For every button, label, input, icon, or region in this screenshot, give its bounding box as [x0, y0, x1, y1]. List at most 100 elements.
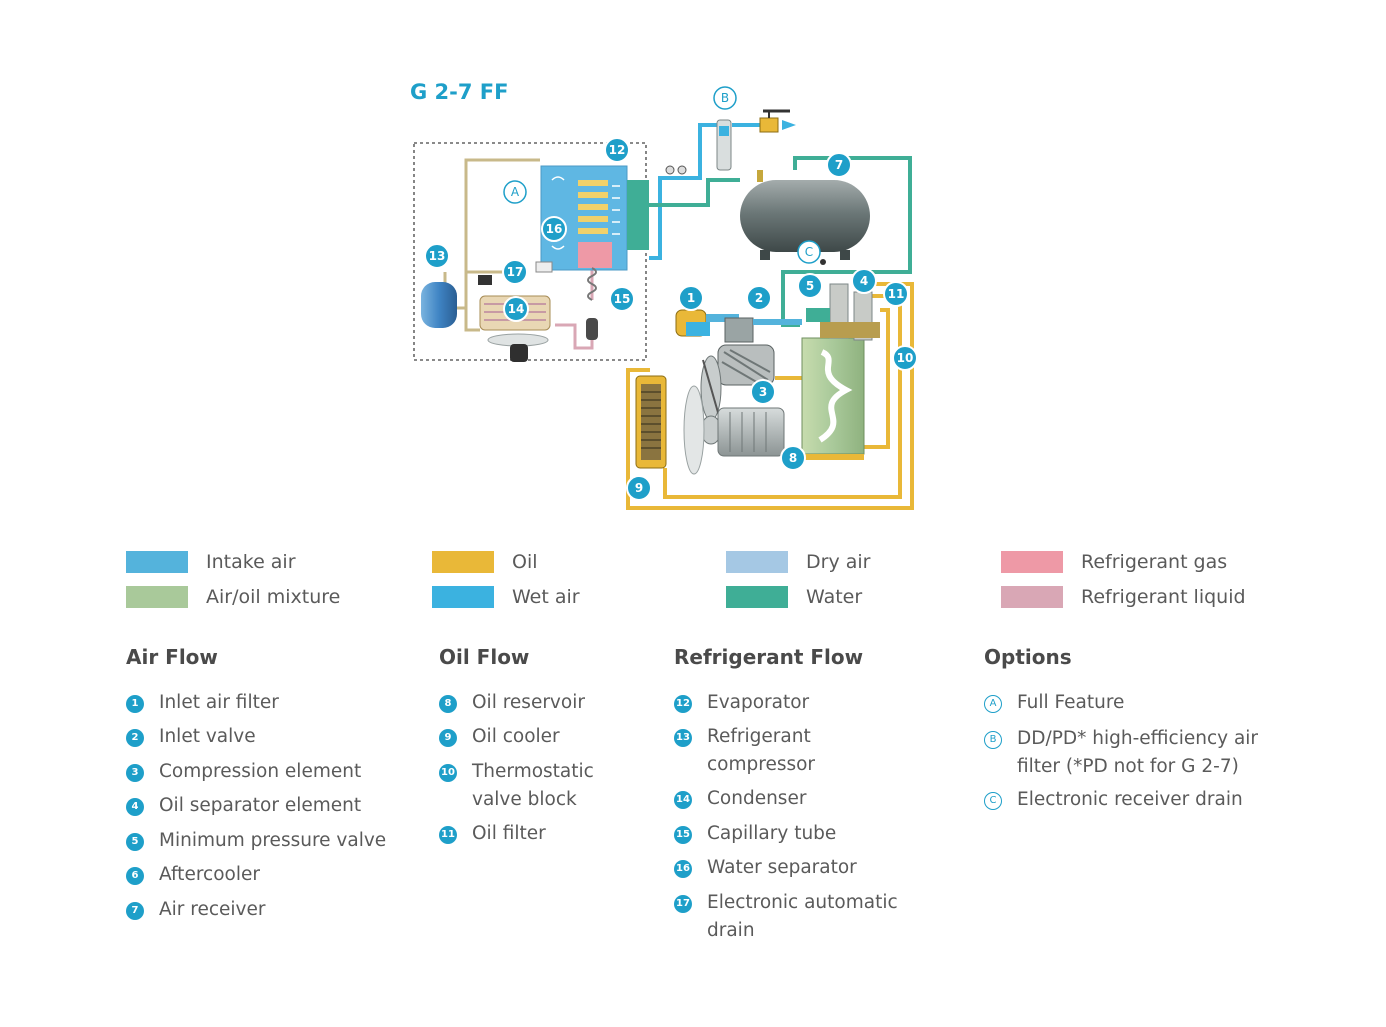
gauge — [665, 165, 687, 175]
item-text: Oil separator element — [159, 795, 362, 816]
dryer-enclosure — [413, 142, 647, 361]
item-text-line: Thermostatic — [472, 761, 594, 782]
item-text: Oil reservoir — [472, 692, 585, 713]
svg-text:B: B — [721, 91, 729, 105]
capillary-tube — [586, 267, 598, 340]
svg-text:12: 12 — [609, 143, 626, 157]
number-badge: 14 — [674, 791, 692, 809]
marker-3: 3 — [750, 379, 776, 405]
item-text: Oil cooler — [472, 726, 560, 747]
item-text: Electronic automatic drain — [707, 889, 898, 945]
item-text-line: filter (*PD not for G 2-7) — [1017, 756, 1239, 777]
diagram-markers: 1 2 3 4 5 7 8 9 10 11 12 13 14 15 16 17 — [424, 137, 918, 501]
legend-swatch — [432, 586, 494, 608]
legend-swatch — [432, 551, 494, 573]
number-badge: 10 — [439, 764, 457, 782]
svg-text:15: 15 — [614, 292, 631, 306]
number-badge: 11 — [439, 826, 457, 844]
item-text: Refrigerant compressor — [707, 723, 815, 779]
item-text: DD/PD* high-efficiency air filter (*PD n… — [1017, 725, 1258, 781]
legend-label: Air/oil mixture — [206, 586, 341, 608]
item-text-line: Refrigerant — [707, 726, 811, 747]
marker-14: 14 — [503, 296, 529, 322]
svg-text:5: 5 — [806, 279, 814, 293]
legend-label: Oil — [512, 551, 538, 573]
item-text: Compression element — [159, 761, 362, 782]
marker-4: 4 — [851, 268, 877, 294]
item-text: Oil filter — [472, 823, 546, 844]
svg-text:10: 10 — [897, 351, 914, 365]
item-text: Capillary tube — [707, 823, 837, 844]
item-text: Full Feature — [1017, 692, 1125, 713]
item-text-line: Electronic automatic — [707, 892, 898, 913]
refrigerant-compressor — [421, 282, 457, 328]
legend-swatch — [1001, 586, 1063, 608]
item-text: Thermostatic valve block — [472, 758, 594, 814]
svg-text:3: 3 — [759, 385, 767, 399]
oil-separator-vessel — [801, 283, 880, 460]
svg-text:1: 1 — [687, 291, 695, 305]
item-text: Inlet air filter — [159, 692, 279, 713]
item-text: Aftercooler — [159, 864, 260, 885]
item-text: Water separator — [707, 857, 857, 878]
number-badge: 4 — [126, 798, 144, 816]
dry-air-pipes — [649, 123, 762, 260]
section-title-air-flow: Air Flow — [126, 645, 218, 669]
number-badge: 2 — [126, 729, 144, 747]
number-badge: 13 — [674, 729, 692, 747]
svg-text:2: 2 — [755, 291, 763, 305]
legend-swatch — [726, 586, 788, 608]
svg-text:A: A — [511, 185, 520, 199]
item-text: Minimum pressure valve — [159, 830, 387, 851]
compressor-flow-diagram: 1 2 3 4 5 7 8 9 10 11 12 13 14 15 16 17 … — [413, 86, 918, 510]
svg-text:9: 9 — [635, 481, 643, 495]
option-badge: A — [984, 695, 1002, 713]
marker-1: 1 — [678, 285, 704, 311]
option-badge: B — [984, 731, 1002, 749]
svg-text:7: 7 — [835, 158, 843, 172]
marker-11: 11 — [883, 281, 909, 307]
number-badge: 8 — [439, 695, 457, 713]
oil-cooler — [635, 375, 667, 469]
marker-2: 2 — [746, 285, 772, 311]
svg-text:17: 17 — [507, 265, 524, 279]
drain-valve — [478, 261, 553, 285]
legend-label: Dry air — [806, 551, 871, 573]
item-text: Evaporator — [707, 692, 810, 713]
option-markers: A B C — [503, 86, 821, 264]
svg-text:14: 14 — [508, 302, 525, 316]
item-text-line: drain — [707, 920, 755, 941]
compression-element — [675, 309, 802, 386]
svg-text:8: 8 — [789, 451, 797, 465]
marker-17: 17 — [502, 259, 528, 285]
item-text: Inlet valve — [159, 726, 256, 747]
diagram-title: G 2-7 FF — [410, 80, 509, 104]
legend-swatch — [126, 551, 188, 573]
number-badge: 6 — [126, 867, 144, 885]
marker-9: 9 — [626, 475, 652, 501]
item-text-line: DD/PD* high-efficiency air — [1017, 728, 1259, 749]
number-badge: 5 — [126, 833, 144, 851]
marker-8: 8 — [780, 445, 806, 471]
line-filter — [716, 109, 796, 171]
section-title-refrigerant-flow: Refrigerant Flow — [674, 645, 864, 669]
number-badge: 1 — [126, 695, 144, 713]
legend-label: Refrigerant gas — [1081, 551, 1228, 573]
number-badge: 3 — [126, 764, 144, 782]
svg-text:C: C — [805, 245, 813, 259]
marker-7: 7 — [826, 152, 852, 178]
option-badge: C — [984, 792, 1002, 810]
marker-13: 13 — [424, 243, 450, 269]
legend-swatch — [726, 551, 788, 573]
section-title-oil-flow: Oil Flow — [439, 645, 530, 669]
item-text: Electronic receiver drain — [1017, 789, 1243, 810]
marker-10: 10 — [892, 345, 918, 371]
marker-c: C — [797, 240, 821, 264]
legend-label: Water — [806, 586, 863, 608]
svg-text:13: 13 — [429, 249, 446, 263]
legend-swatch — [1001, 551, 1063, 573]
svg-text:4: 4 — [860, 274, 868, 288]
marker-15: 15 — [609, 286, 635, 312]
section-title-options: Options — [984, 645, 1072, 669]
marker-16: 16 — [541, 216, 567, 242]
